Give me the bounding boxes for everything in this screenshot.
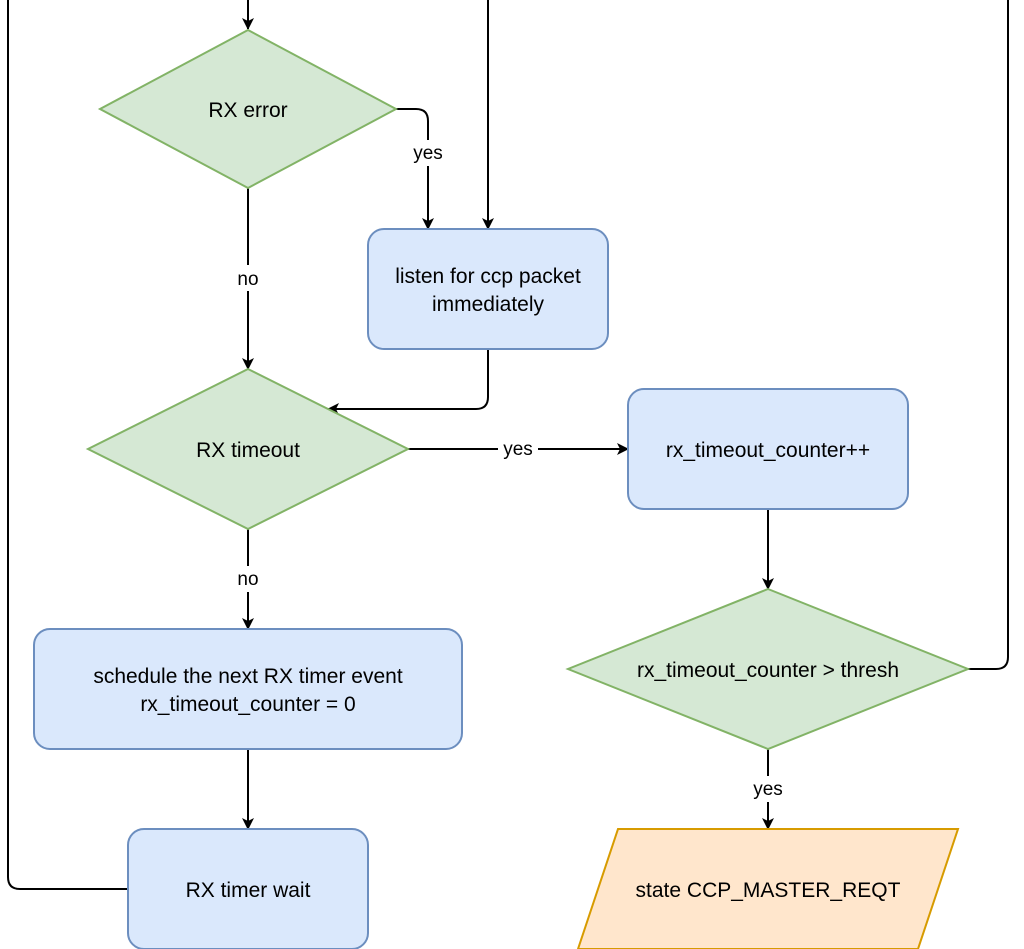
edge-label-rx-error-yes: yes [413,143,443,164]
edge-label-rx-timeout-yes: yes [503,439,533,460]
decision-rx-timeout-label: RX timeout [196,439,300,462]
edge-label-compare-yes: yes [753,779,783,800]
edge-listen-to-rx-timeout [327,349,489,415]
process-listen-label-line-2: immediately [432,293,545,316]
edge-rx-error-yes [396,108,434,230]
decision-rx-error: RX error [97,28,399,190]
decision-rx-error-label: RX error [208,99,287,122]
edge-label-rx-error-no: no [237,269,258,290]
process-counter-increment-label: rx_timeout_counter++ [666,439,870,462]
process-timer-wait-label: RX timer wait [186,879,311,902]
edge-timer-wait-loop-up [7,0,128,890]
edge-compare-loop-up [968,0,1009,670]
edge-label-rx-timeout-no: no [237,569,258,590]
state-ccp-master-reqt-label: state CCP_MASTER_REQT [636,879,901,902]
decision-counter-threshold-label: rx_timeout_counter > thresh [637,659,899,682]
process-timer-wait: RX timer wait [127,828,369,949]
decision-rx-timeout: RX timeout [85,367,411,531]
state-ccp-master-reqt: state CCP_MASTER_REQT [576,828,960,949]
process-counter-increment: rx_timeout_counter++ [627,388,909,510]
process-schedule-timer: schedule the next RX timer event rx_time… [33,628,463,750]
process-schedule-timer-label-line-2: rx_timeout_counter = 0 [140,693,355,716]
process-schedule-timer-label-line-1: schedule the next RX timer event [93,665,402,688]
decision-counter-threshold: rx_timeout_counter > thresh [565,587,971,751]
process-listen: listen for ccp packet immediately [367,228,609,350]
process-listen-label-line-1: listen for ccp packet [395,265,581,288]
